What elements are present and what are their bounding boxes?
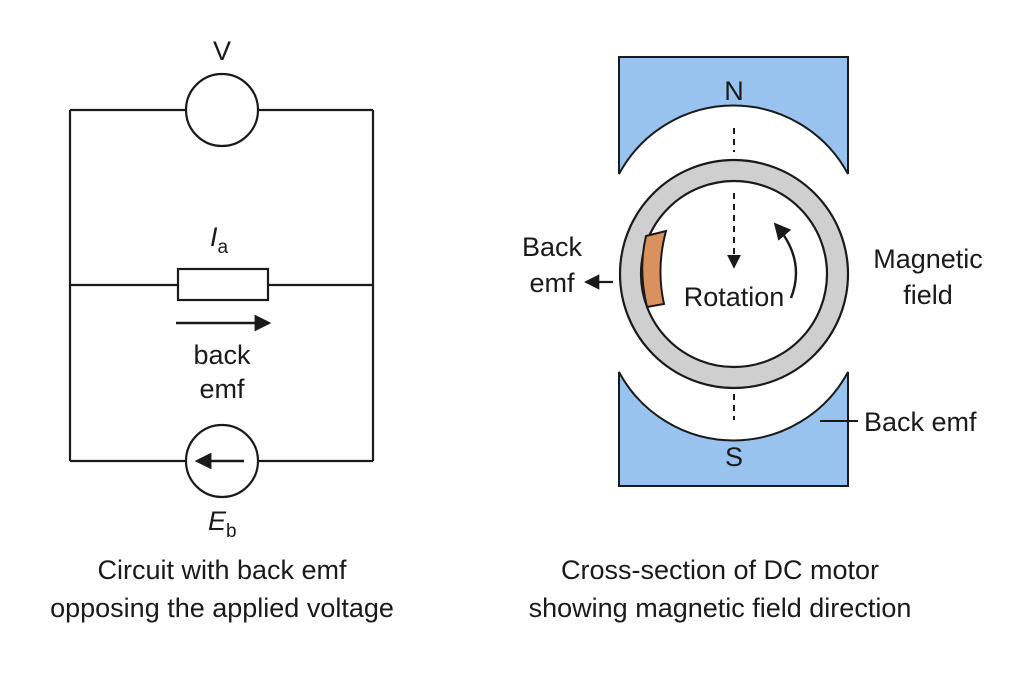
back-emf-left-label-line1: Back	[522, 232, 583, 262]
magnetic-field-label-line2: field	[903, 280, 953, 310]
south-pole-label: S	[725, 442, 743, 472]
back-emf-subscript: b	[226, 521, 237, 542]
south-pole	[618, 371, 849, 487]
back-emf-source-label: Eb	[208, 506, 237, 542]
armature-conductor	[641, 229, 668, 309]
magnetic-field-label-line1: Magnetic	[873, 244, 983, 274]
armature-current-subscript: a	[218, 237, 229, 258]
motor-cross-section: N S Rotation Back emf Magnetic field Bac…	[522, 56, 983, 623]
voltage-label: V	[213, 36, 231, 66]
back-emf-left-label-line2: emf	[529, 268, 575, 298]
rotation-label: Rotation	[684, 282, 785, 312]
armature-current-label: Ia	[210, 222, 229, 258]
armature-resistor	[176, 267, 270, 302]
back-emf-symbol: E	[208, 506, 227, 536]
armature-current-symbol: I	[210, 222, 218, 252]
back-emf-arrow-label-line1: back	[193, 340, 251, 370]
voltage-source	[184, 72, 260, 148]
north-pole	[618, 56, 849, 175]
circuit-caption-line1: Circuit with back emf	[97, 555, 347, 585]
motor-caption-line2: showing magnetic field direction	[529, 593, 912, 623]
circuit-caption-line2: opposing the applied voltage	[50, 593, 394, 623]
motor-caption-line1: Cross-section of DC motor	[561, 555, 879, 585]
back-emf-arrow-label-line2: emf	[199, 374, 245, 404]
north-pole-label: N	[724, 76, 744, 106]
rotation-arrow	[773, 222, 798, 299]
back-emf-right-label: Back emf	[864, 407, 977, 437]
circuit-diagram: V Ia back emf Eb Circuit with back emf o…	[50, 36, 394, 623]
